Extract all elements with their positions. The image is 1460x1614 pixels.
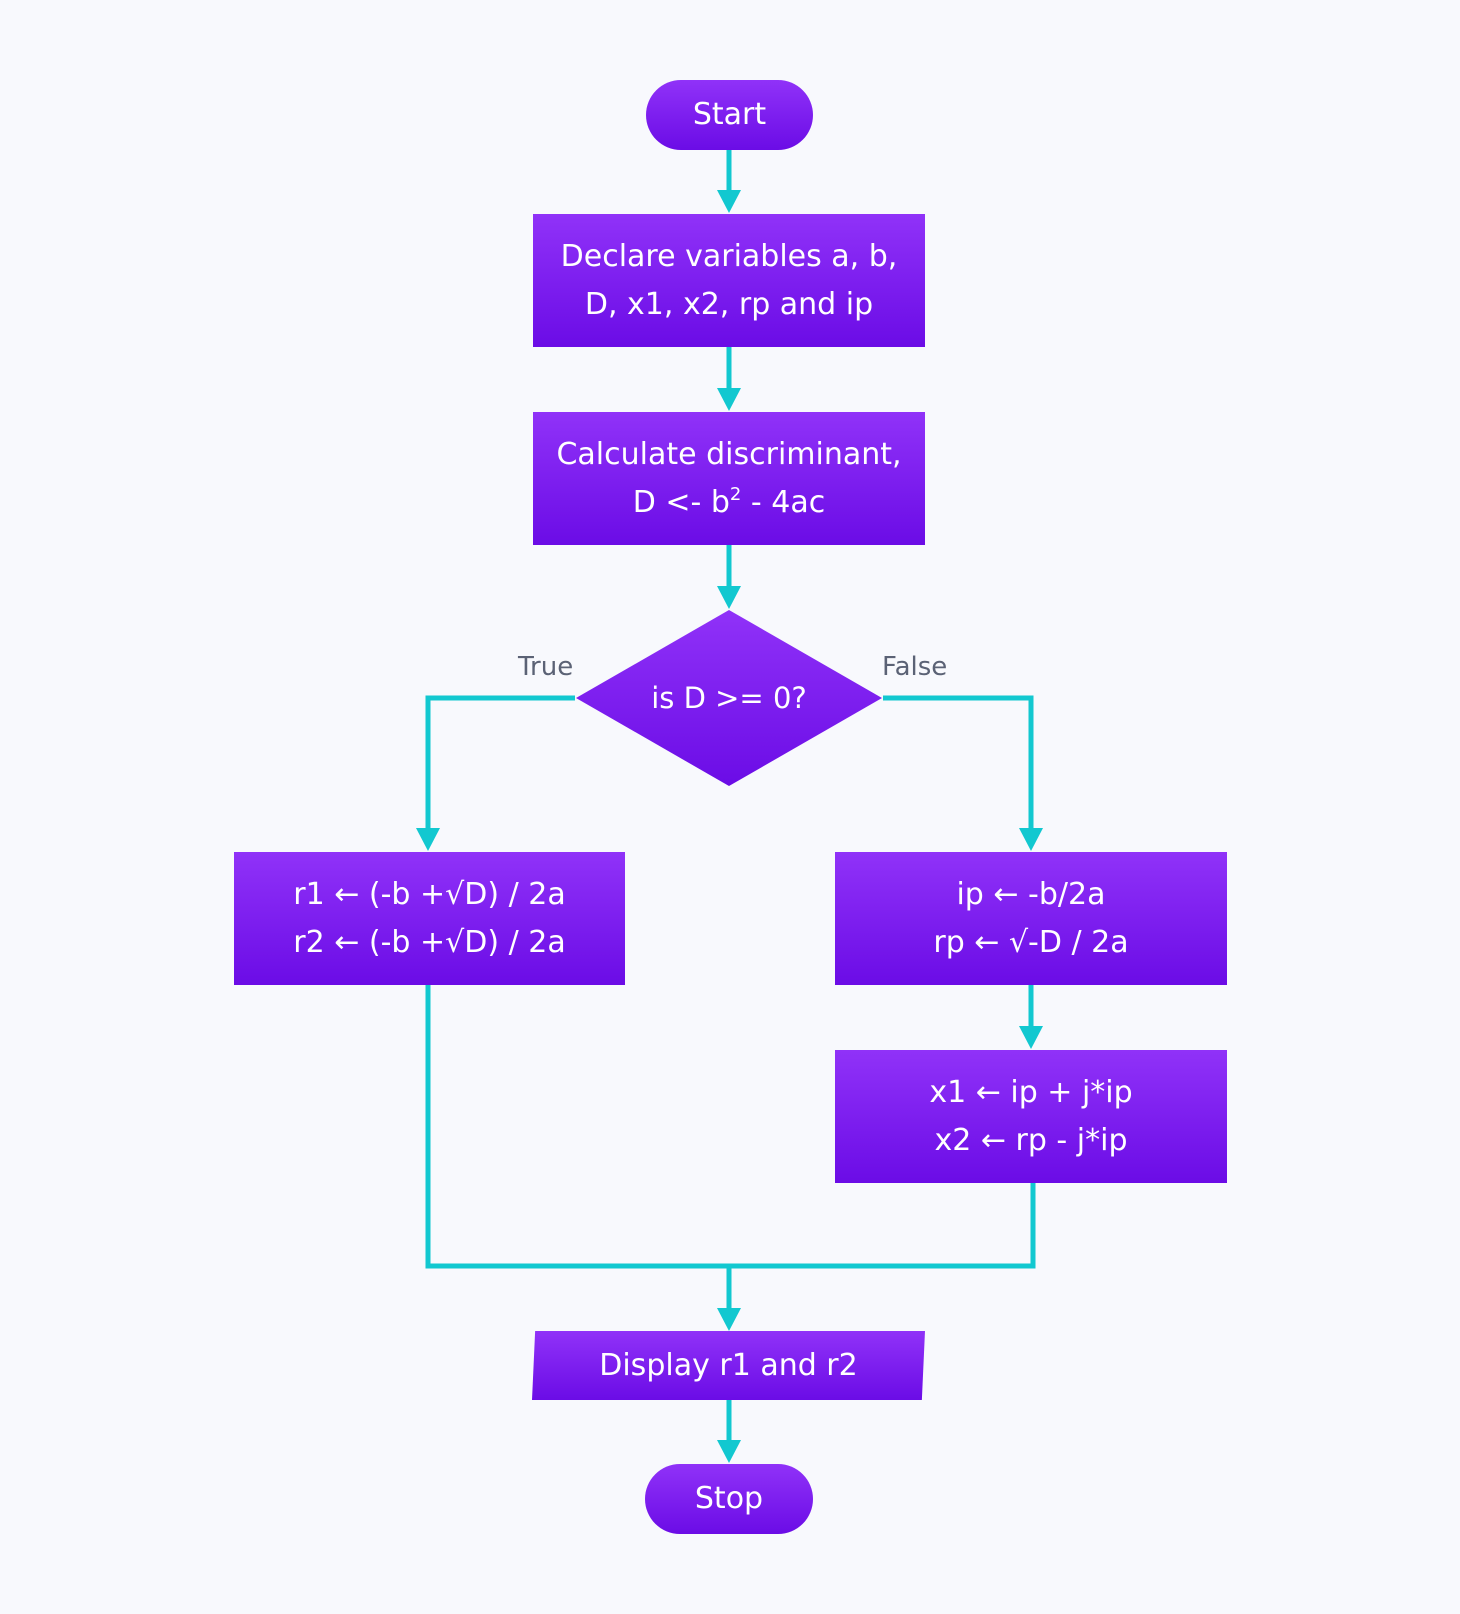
arrowhead-calculate xyxy=(717,388,741,411)
arrowhead-false-branch xyxy=(1019,828,1043,851)
arrowhead-declare xyxy=(717,190,741,213)
declare-line-1: Declare variables a, b, xyxy=(560,238,898,274)
calculate-line-1: Calculate discriminant, xyxy=(556,436,902,472)
calculate-line-2-prefix: D <- b xyxy=(632,484,730,520)
arrowhead-decision xyxy=(717,586,741,609)
stop-node: Stop xyxy=(645,1464,813,1534)
stop-label: Stop xyxy=(694,1481,764,1516)
calculate-line-2: D <- b2 - 4ac xyxy=(633,479,826,527)
true-label: True xyxy=(518,652,574,682)
connector-false-branch xyxy=(883,695,1034,832)
connector-true-branch xyxy=(425,695,575,832)
false-branch-node-1: ip ← -b/2a rp ← √-D / 2a xyxy=(835,852,1227,985)
false-label: False xyxy=(882,652,948,682)
calculate-node: Calculate discriminant, D <- b2 - 4ac xyxy=(533,412,925,545)
calculate-line-2-suffix: - 4ac xyxy=(741,484,826,520)
declare-line-2: D, x1, x2, rp and ip xyxy=(584,286,874,322)
decision-diamond xyxy=(576,610,882,786)
declare-node: Declare variables a, b, D, x1, x2, rp an… xyxy=(533,214,925,347)
arrowhead-true-branch xyxy=(416,828,440,851)
calculate-exponent: 2 xyxy=(729,483,742,505)
start-label: Start xyxy=(692,97,767,132)
false-branch-2-line-1: x1 ← ip + j*ip xyxy=(929,1074,1133,1110)
display-label: Display r1 and r2 xyxy=(599,1347,858,1383)
false-branch-node-2: x1 ← ip + j*ip x2 ← rp - j*ip xyxy=(835,1050,1227,1183)
display-node: Display r1 and r2 xyxy=(532,1331,925,1400)
true-branch-line-1: r1 ← (-b +√D) / 2a xyxy=(293,876,566,912)
arrowhead-stop xyxy=(717,1440,741,1463)
false-branch-1-line-2: rp ← √-D / 2a xyxy=(933,924,1129,960)
arrowhead-display xyxy=(717,1308,741,1331)
arrowhead-false2 xyxy=(1019,1026,1043,1049)
false-branch-2-line-2: x2 ← rp - j*ip xyxy=(934,1122,1128,1158)
false-branch-1-line-1: ip ← -b/2a xyxy=(956,876,1106,912)
true-branch-line-2: r2 ← (-b +√D) / 2a xyxy=(293,924,566,960)
true-branch-node: r1 ← (-b +√D) / 2a r2 ← (-b +√D) / 2a xyxy=(234,852,625,985)
start-node: Start xyxy=(646,80,813,150)
decision-label: is D >= 0? xyxy=(651,681,807,715)
